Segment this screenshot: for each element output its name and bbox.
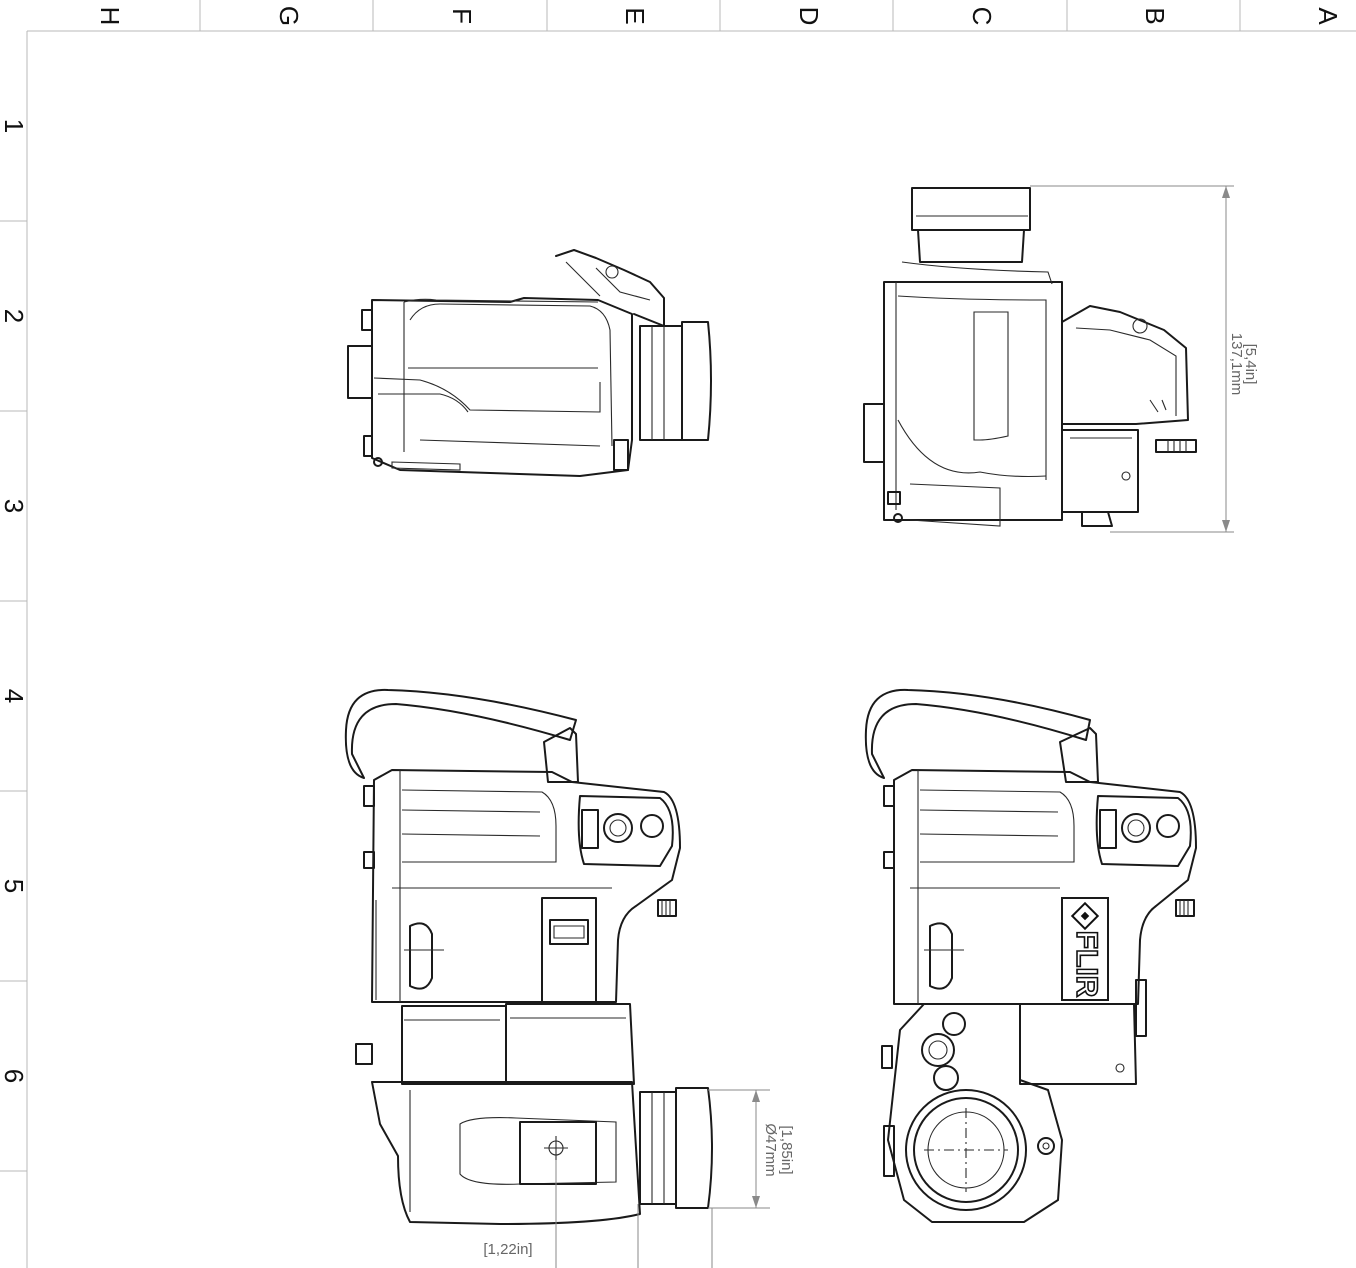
camera-rear-view — [344, 688, 713, 1225]
column-label-a: A — [1313, 7, 1343, 25]
column-label-g: G — [274, 6, 304, 26]
camera-front-view: FLIR — [864, 688, 1197, 1223]
lens-diameter-inch: [1,85in] — [778, 1125, 795, 1174]
flir-logo-plate — [1061, 897, 1109, 1001]
row-label-2: 2 — [0, 309, 29, 323]
column-label-c: C — [967, 7, 997, 26]
height-dimension-mm: 137,1mm — [1228, 333, 1245, 396]
flir-logo-text: FLIR — [1070, 931, 1103, 998]
column-label-f: F — [447, 8, 477, 24]
lens-offset-dimension: [1,22in] — [483, 1160, 713, 1268]
camera-side-view — [347, 249, 712, 477]
height-dimension-inch: [5,4in] — [1242, 344, 1259, 385]
column-label-h: H — [95, 7, 125, 26]
row-label-3: 3 — [0, 499, 29, 513]
row-label-4: 4 — [0, 689, 29, 703]
camera-top-view — [863, 187, 1197, 527]
row-label-6: 6 — [0, 1069, 29, 1083]
height-dimension: [5,4in] 137,1mm — [1030, 185, 1259, 533]
lens-diameter-dimension: [1,85in] Ø47mm — [708, 1089, 795, 1209]
row-label-5: 5 — [0, 879, 29, 893]
row-label-1: 1 — [0, 119, 29, 133]
column-label-b: B — [1140, 7, 1170, 24]
column-label-e: E — [620, 7, 650, 24]
lens-diameter-mm: Ø47mm — [762, 1123, 779, 1176]
column-label-d: D — [794, 7, 824, 26]
lens-offset-inch: [1,22in] — [483, 1241, 532, 1258]
